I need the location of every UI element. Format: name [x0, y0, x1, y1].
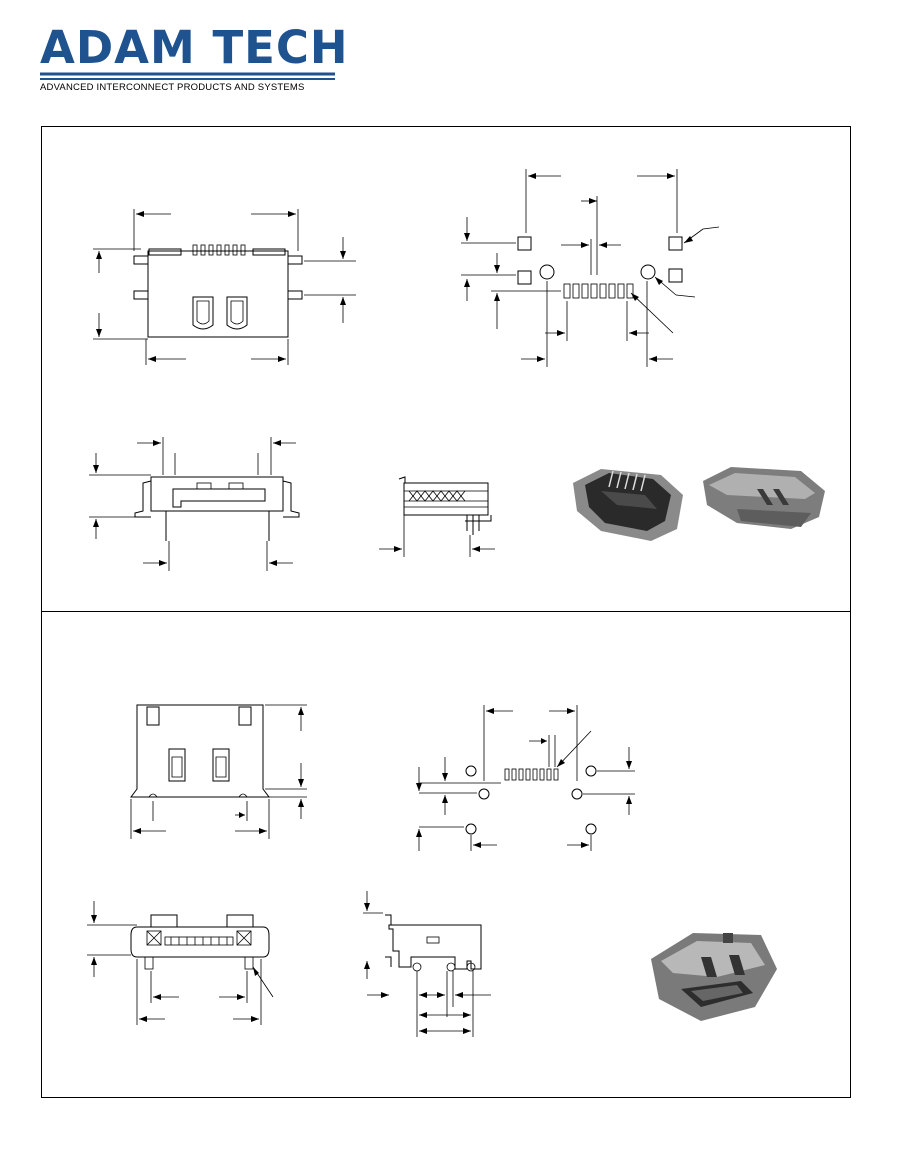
drawing-panel-bottom	[41, 611, 851, 1098]
company-tagline: ADVANCED INTERCONNECT PRODUCTS AND SYSTE…	[40, 82, 305, 93]
technical-drawing-top	[89, 169, 825, 571]
company-logo: ADAM TECH	[40, 22, 348, 94]
product-photo	[573, 467, 825, 541]
product-photo	[651, 933, 777, 1021]
logo-wordmark: ADAM TECH	[40, 21, 349, 74]
top-view-drawing	[89, 437, 300, 571]
top-view-drawing	[87, 901, 274, 1025]
drawing-panel-top	[41, 126, 851, 612]
pcb-layout-drawing	[461, 169, 720, 367]
logo-stripes	[40, 65, 335, 80]
front-view-drawing	[130, 704, 307, 839]
front-view-drawing	[93, 209, 356, 365]
technical-drawing-bottom	[87, 704, 777, 1037]
side-view-drawing	[379, 476, 495, 557]
side-view-drawing	[363, 891, 491, 1037]
pcb-layout-drawing	[416, 705, 635, 851]
